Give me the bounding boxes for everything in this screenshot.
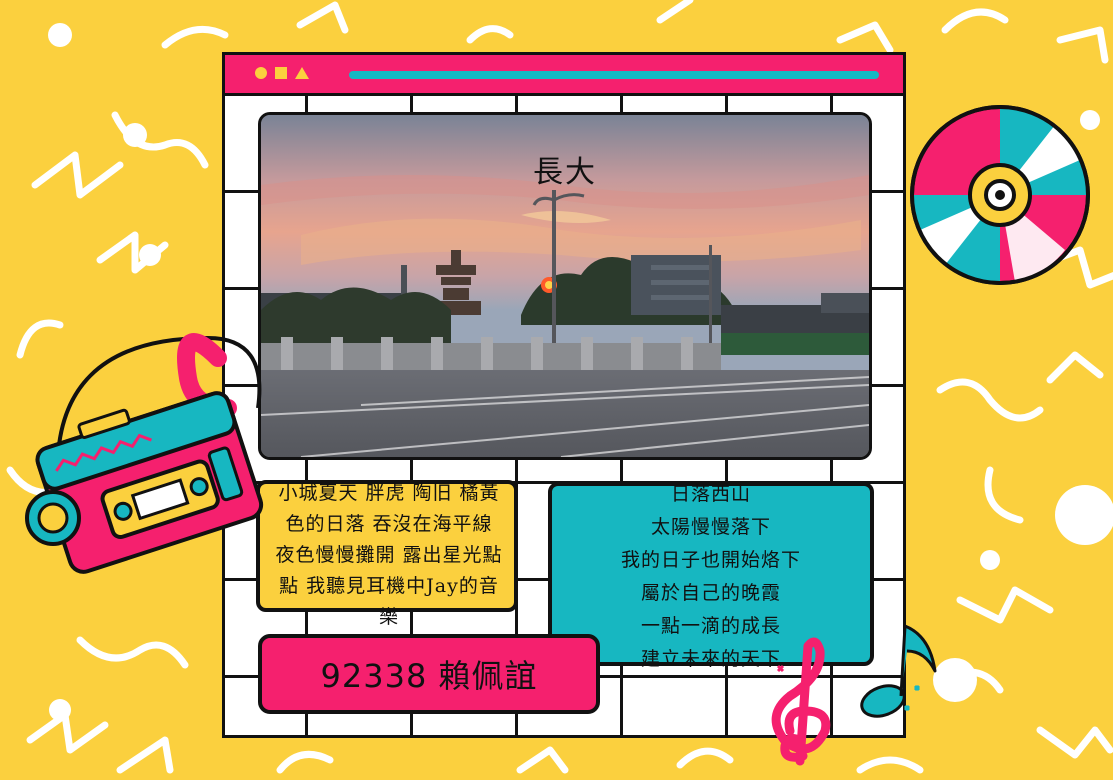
poem-right-line: 日落西山 <box>670 483 751 505</box>
poem-left-line: 樂 <box>378 606 399 628</box>
triangle-icon <box>295 67 309 79</box>
poem-right-line: 建立未來的天下 <box>640 648 781 670</box>
square-icon <box>275 67 287 79</box>
poem-right-line: 太陽慢慢落下 <box>650 516 771 538</box>
poem-left-box <box>256 480 518 612</box>
window-titlebar <box>225 55 903 96</box>
sunset-photo: 長大 <box>258 112 872 460</box>
poem-right-line: 我的日子也開始烙下 <box>620 549 801 571</box>
author-badge <box>258 634 600 714</box>
circle-icon <box>255 67 267 79</box>
cd-disc-icon <box>910 105 1090 285</box>
cassette-player-icon <box>25 333 264 574</box>
poem-left-line: 點 我聽見耳機中Jay的音 <box>279 575 499 597</box>
music-note-icon <box>860 624 937 718</box>
photo-title: 長大 <box>533 155 597 190</box>
headphones-icon <box>25 490 81 546</box>
poem-right-line: 屬於自己的晚霞 <box>640 582 781 604</box>
treble-clef-icon <box>771 637 831 766</box>
poem-left-line: 小城夏天 胖虎 陶旧 橘黃 <box>278 482 500 504</box>
poem-left-line: 夜色慢慢攤開 露出星光點 <box>275 544 503 566</box>
window-controls <box>255 67 309 79</box>
poem-left-line: 色的日落 吞沒在海平線 <box>285 513 493 535</box>
author-name: 92338 賴佩誼 <box>320 657 538 695</box>
poem-right-box <box>548 482 874 666</box>
poem-right-text: 日落西山 太陽慢慢落下 我的日子也開始烙下 屬於自己的晚霞 一點一滴的成長 建立… <box>548 478 874 676</box>
poem-left-text: 小城夏天 胖虎 陶旧 橘黃 色的日落 吞沒在海平線 夜色慢慢攤開 露出星光點 點… <box>258 478 520 633</box>
poem-right-line: 一點一滴的成長 <box>640 615 781 637</box>
titlebar-progress-bar <box>349 71 879 79</box>
